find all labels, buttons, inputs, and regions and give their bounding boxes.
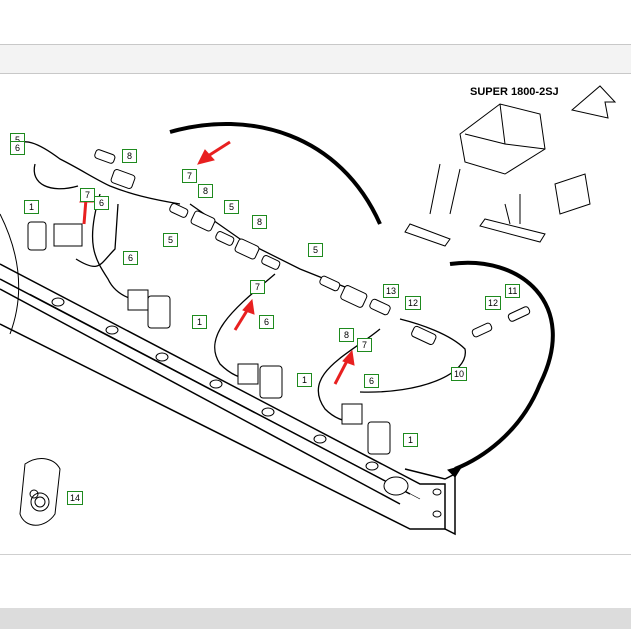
- hose-lines: [0, 141, 466, 423]
- screed-beam: [0, 263, 456, 536]
- callout-6[interactable]: 6: [123, 251, 138, 265]
- bolt-holes: [51, 297, 442, 518]
- callout-10[interactable]: 10: [451, 367, 468, 381]
- callout-12[interactable]: 12: [485, 296, 502, 310]
- callout-7[interactable]: 7: [357, 338, 372, 352]
- callout-6[interactable]: 6: [10, 141, 25, 155]
- machine-overview: [404, 103, 591, 247]
- parts-diagram: SUPER 1800-2SJ 5 6 8 7 8 7 6 1 5 8 5 5 6…: [0, 74, 631, 555]
- diagram-drawing: [0, 85, 617, 536]
- model-title: SUPER 1800-2SJ: [470, 86, 559, 98]
- fittings: [94, 149, 531, 346]
- bottom-bar: [0, 608, 631, 629]
- callout-8[interactable]: 8: [122, 149, 137, 163]
- brand-logo: [570, 85, 617, 119]
- valve-assemblies: [27, 221, 391, 455]
- callout-8[interactable]: 8: [339, 328, 354, 342]
- callout-5[interactable]: 5: [308, 243, 323, 257]
- callout-12[interactable]: 12: [405, 296, 422, 310]
- callout-5[interactable]: 5: [163, 233, 178, 247]
- top-bar: [0, 0, 631, 44]
- callout-14[interactable]: 14: [67, 491, 84, 505]
- reference-arcs: [169, 121, 555, 478]
- viewer-toolbar: [0, 44, 631, 74]
- callout-11[interactable]: 11: [505, 284, 521, 298]
- callout-7[interactable]: 7: [250, 280, 265, 294]
- detail-inset: [19, 458, 61, 526]
- callout-6[interactable]: 6: [259, 315, 274, 329]
- callout-8[interactable]: 8: [252, 215, 267, 229]
- callout-1[interactable]: 1: [192, 315, 207, 329]
- callout-1[interactable]: 1: [297, 373, 312, 387]
- callout-1[interactable]: 1: [24, 200, 39, 214]
- callout-1[interactable]: 1: [403, 433, 418, 447]
- callout-8[interactable]: 8: [198, 184, 213, 198]
- callout-5[interactable]: 5: [224, 200, 239, 214]
- callout-13[interactable]: 13: [383, 284, 400, 298]
- callout-7[interactable]: 7: [182, 169, 197, 183]
- callout-7[interactable]: 7: [80, 188, 95, 202]
- callout-6[interactable]: 6: [94, 196, 109, 210]
- callout-6[interactable]: 6: [364, 374, 379, 388]
